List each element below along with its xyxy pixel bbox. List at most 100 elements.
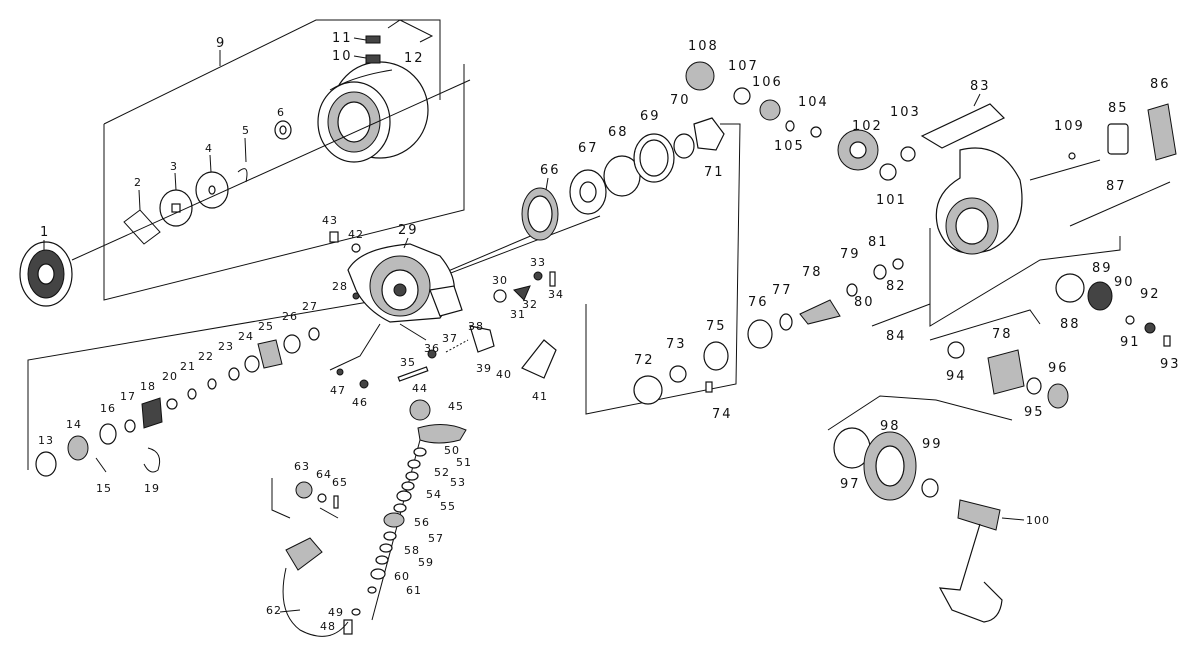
- label-93: 93: [1160, 357, 1181, 372]
- label-5: 5: [242, 124, 250, 137]
- label-66: 66: [540, 163, 561, 178]
- label-25: 25: [258, 320, 274, 333]
- part-71: [693, 117, 725, 151]
- label-92: 92: [1140, 287, 1161, 302]
- label-9: 9: [216, 36, 226, 51]
- rotor-rings-group: 66 67 68 69 70 71: [521, 93, 725, 241]
- label-1: 1: [40, 225, 50, 240]
- drive-group: 72 73 75 74 76 77 78 79 80 81 82 84: [585, 123, 931, 422]
- label-70: 70: [670, 93, 691, 108]
- label-58: 58: [404, 544, 420, 557]
- label-80: 80: [854, 295, 875, 310]
- label-6: 6: [277, 106, 285, 119]
- label-16: 16: [100, 402, 116, 415]
- label-62: 62: [266, 604, 282, 617]
- label-52: 52: [434, 466, 450, 479]
- bail-holder-62: [285, 537, 323, 571]
- label-20: 20: [162, 370, 178, 383]
- label-108: 108: [688, 39, 719, 54]
- label-104: 104: [798, 95, 829, 110]
- gear-89: [1087, 281, 1113, 311]
- label-68: 68: [608, 125, 629, 140]
- label-72: 72: [634, 353, 655, 368]
- label-41: 41: [532, 390, 548, 403]
- main-gear-78: [987, 349, 1025, 395]
- cover-86: [1147, 103, 1177, 161]
- label-45: 45: [448, 400, 464, 413]
- label-27: 27: [302, 300, 318, 313]
- label-98: 98: [880, 419, 901, 434]
- label-87: 87: [1106, 179, 1127, 194]
- handle-100: [938, 523, 1003, 623]
- label-14: 14: [66, 418, 82, 431]
- label-96: 96: [1048, 361, 1069, 376]
- label-67: 67: [578, 141, 599, 156]
- label-106: 106: [752, 75, 783, 90]
- label-103: 103: [890, 105, 921, 120]
- label-65: 65: [332, 476, 348, 489]
- label-44: 44: [412, 382, 428, 395]
- bushing-16: [99, 423, 117, 445]
- label-3: 3: [170, 160, 178, 173]
- label-75: 75: [706, 319, 727, 334]
- bail-arm-41: [521, 339, 557, 379]
- label-60: 60: [394, 570, 410, 583]
- pinion-78: [799, 299, 841, 325]
- label-17: 17: [120, 390, 136, 403]
- label-57: 57: [428, 532, 444, 545]
- label-15: 15: [96, 482, 112, 495]
- bearing-76: [747, 319, 773, 349]
- label-89: 89: [1092, 261, 1113, 276]
- bail-group: 35 36 37 38 39 40 41 44 45 46 47 50 51 5…: [266, 320, 557, 637]
- label-30: 30: [492, 274, 508, 287]
- label-29: 29: [398, 223, 419, 238]
- label-13: 13: [38, 434, 54, 447]
- label-39: 39: [476, 362, 492, 375]
- label-91: 91: [1120, 335, 1141, 350]
- label-69: 69: [640, 109, 661, 124]
- label-97: 97: [840, 477, 861, 492]
- label-63: 63: [294, 460, 310, 473]
- label-84: 84: [886, 329, 907, 344]
- label-54: 54: [426, 488, 442, 501]
- spool-part: [317, 61, 429, 163]
- clip-5: [237, 168, 248, 183]
- label-35: 35: [400, 356, 416, 369]
- hex-nut-25: [257, 339, 283, 369]
- label-24: 24: [238, 330, 254, 343]
- label-19: 19: [144, 482, 160, 495]
- cap-108: [685, 61, 715, 91]
- gasket-85: [1107, 123, 1129, 155]
- label-83: 83: [970, 79, 991, 94]
- label-90: 90: [1114, 275, 1135, 290]
- label-49: 49: [328, 606, 344, 619]
- label-47: 47: [330, 384, 346, 397]
- label-11: 11: [332, 31, 353, 46]
- label-48: 48: [320, 620, 336, 633]
- bearing-72: [633, 375, 663, 405]
- label-78a: 78: [802, 265, 823, 280]
- drag-knob-1: [19, 241, 73, 307]
- label-101: 101: [876, 193, 907, 208]
- label-78b: 78: [992, 327, 1013, 342]
- label-100: 100: [1026, 514, 1050, 527]
- label-33: 33: [530, 256, 546, 269]
- label-107: 107: [728, 59, 759, 74]
- reel-body-29: [347, 243, 463, 323]
- label-56: 56: [414, 516, 430, 529]
- ring-70: [673, 133, 695, 159]
- label-22: 22: [198, 350, 214, 363]
- label-38: 38: [468, 320, 484, 333]
- label-28: 28: [332, 280, 348, 293]
- part-45: [417, 424, 467, 444]
- label-18: 18: [140, 380, 156, 393]
- label-50: 50: [444, 444, 460, 457]
- label-4: 4: [205, 142, 213, 155]
- label-12: 12: [404, 51, 425, 66]
- label-59: 59: [418, 556, 434, 569]
- label-31: 31: [510, 308, 526, 321]
- label-10: 10: [332, 49, 353, 64]
- label-61: 61: [406, 584, 422, 597]
- label-2: 2: [134, 176, 142, 189]
